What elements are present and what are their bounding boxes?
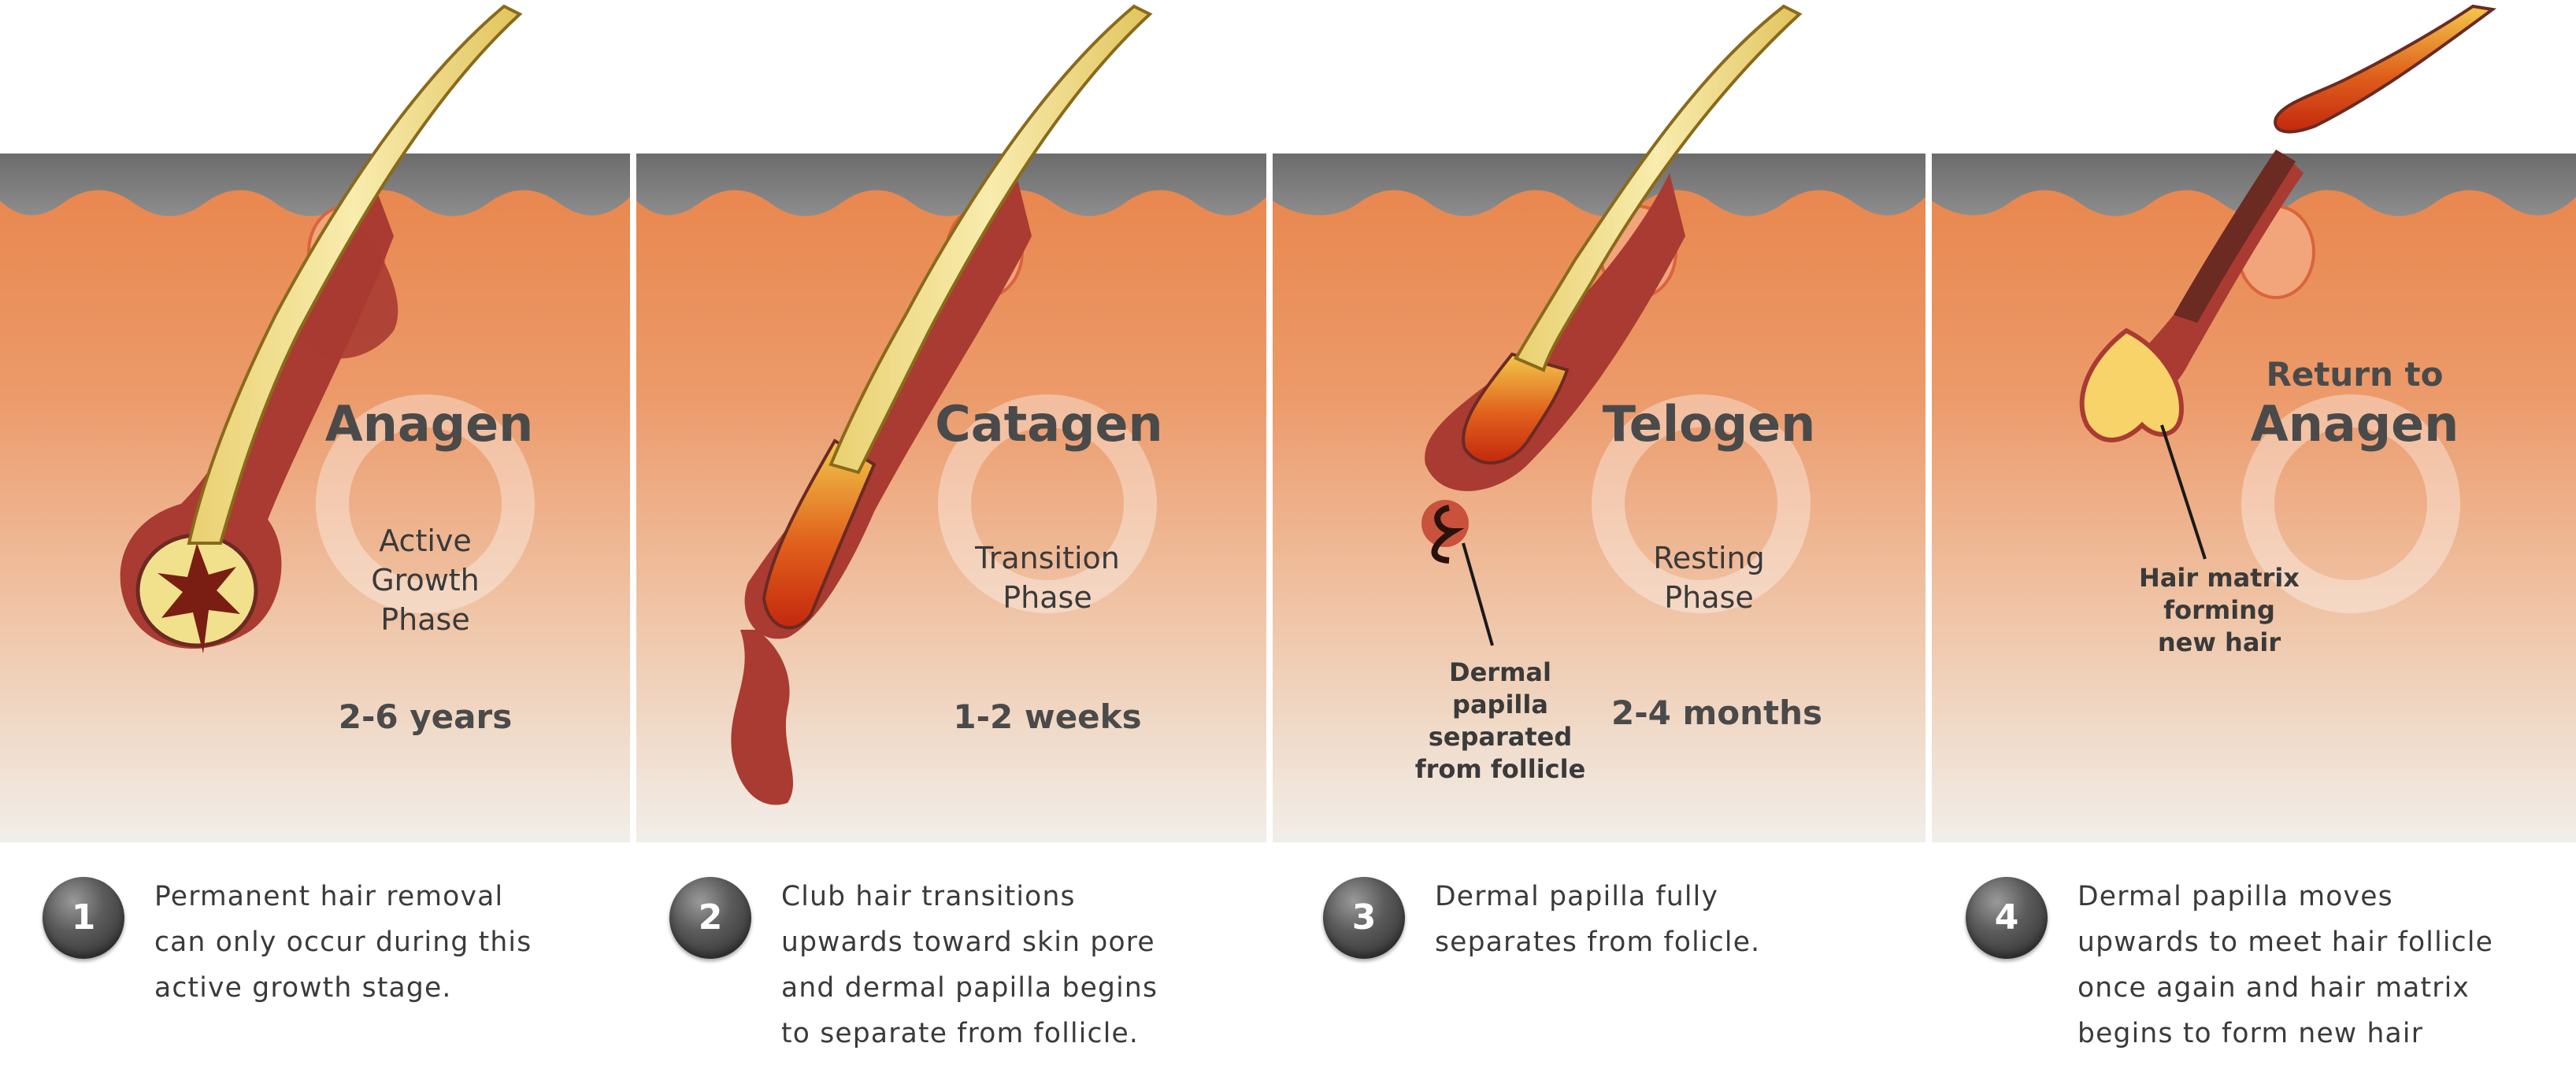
- step-captions: 1 Permanent hair removal can only occur …: [0, 866, 2576, 1069]
- step-4: 4 Dermal papilla moves upwards to meet h…: [1966, 866, 2572, 1069]
- panel-4-labels: Return to Anagen Hair matrix forming new…: [2139, 355, 2459, 657]
- panel-2-hair-shaft: [828, 4, 1153, 475]
- panel-2-subtitle-line-2: Phase: [1003, 580, 1092, 615]
- step-3-description: Dermal papilla fully separates from foli…: [1435, 881, 1761, 958]
- step-1-number-badge: 1: [43, 877, 124, 959]
- panel-4-annotation-line-2: forming: [2163, 595, 2275, 625]
- panel-3-follicle-illustration: [1421, 4, 1803, 646]
- skin-surface: [0, 154, 2576, 216]
- panel-3-phase-title: Telogen: [1603, 395, 1816, 453]
- panel-1-hair-shaft: [187, 4, 523, 545]
- cycle-ring-2: [938, 394, 1157, 613]
- panel-3-hair-shaft: [1514, 4, 1803, 372]
- cycle-ring-4: [2241, 394, 2460, 613]
- panel-3-club-hair: [1462, 352, 1570, 464]
- panel-3-subtitle-line-2: Phase: [1664, 580, 1753, 615]
- panel-4-club-hair: [2174, 150, 2296, 323]
- panel-4-phase-prefix: Return to: [2267, 355, 2444, 394]
- step-3: 3 Dermal papilla fully separates from fo…: [1323, 866, 1922, 1069]
- step-2-number-badge: 2: [669, 877, 751, 959]
- panel-3-labels: Telogen Resting Phase 2-4 months Dermal …: [1415, 395, 1822, 784]
- step-1: 1 Permanent hair removal can only occur …: [43, 866, 625, 1069]
- panel-1-labels: Anagen Active Growth Phase 2-6 years: [325, 395, 534, 736]
- panel-4-annotation-line-1: Hair matrix: [2139, 563, 2300, 593]
- cycle-ring-1: [316, 394, 535, 613]
- step-4-description: Dermal papilla moves upwards to meet hai…: [2077, 881, 2494, 1049]
- step-2: 2 Club hair transitions upwards toward s…: [669, 866, 1268, 1069]
- panel-1-subtitle-line-3: Phase: [380, 602, 469, 637]
- panel-4-annotation-line-3: new hair: [2158, 627, 2281, 657]
- skin-surface-panel-3: [1273, 154, 1926, 216]
- panel-3-duration: 2-4 months: [1611, 694, 1822, 732]
- panel-4-shed-hair: [2274, 4, 2497, 134]
- panel-1-dermal-papilla: [158, 543, 240, 653]
- skin-surface-panel-2: [636, 154, 1266, 216]
- panel-3-subtitle-line-1: Resting: [1653, 541, 1765, 575]
- panel-1-subtitle-line-1: Active: [379, 523, 472, 558]
- panel-2-follicle-illustration: [731, 4, 1153, 805]
- panel-3-annotation-line-2: papilla: [1452, 690, 1548, 719]
- panel-3-annotation-line-1: Dermal: [1449, 657, 1551, 687]
- panel-4-hair-matrix: [2079, 327, 2185, 442]
- panel-4-annotation-leader: [2160, 424, 2207, 560]
- panel-dividers: [630, 154, 1932, 842]
- panel-1-duration: 2-6 years: [339, 697, 512, 736]
- step-3-number-badge: 3: [1323, 877, 1405, 959]
- cycle-ring-3: [1592, 394, 1811, 613]
- panel-3-annotation-leader: [1462, 542, 1494, 646]
- cycle-rings: [316, 394, 2460, 613]
- panel-2-duration: 1-2 weeks: [953, 697, 1141, 736]
- panel-1-phase-title: Anagen: [325, 395, 534, 453]
- panel-3-papilla-curl: [1431, 505, 1465, 564]
- panel-2-follicle-tail: [731, 630, 794, 805]
- step-4-number-badge: 4: [1966, 877, 2048, 959]
- panel-4-phase-title: Anagen: [2251, 395, 2459, 453]
- skin-surface-panel-1: [0, 154, 630, 216]
- step-2-description: Club hair transitions upwards toward ski…: [781, 881, 1158, 1049]
- panel-2-phase-title: Catagen: [935, 395, 1162, 453]
- panel-2-labels: Catagen Transition Phase 1-2 weeks: [935, 395, 1162, 736]
- step-1-description: Permanent hair removal can only occur du…: [154, 881, 532, 1004]
- panel-1-follicle-illustration: [120, 4, 523, 653]
- panel-backgrounds: [0, 154, 2576, 842]
- panel-2-club-hair: [762, 438, 877, 630]
- panel-1-arrector-muscle: [299, 205, 398, 359]
- panel-3-annotation-line-4: from follicle: [1415, 754, 1586, 784]
- panel-2-subtitle-line-1: Transition: [974, 541, 1120, 575]
- panel-3-separated-papilla: [1421, 500, 1469, 547]
- panel-4-follicle-illustration: [2079, 4, 2497, 560]
- panel-3-annotation-line-3: separated: [1429, 722, 1573, 752]
- panel-1-subtitle-line-2: Growth: [371, 563, 480, 597]
